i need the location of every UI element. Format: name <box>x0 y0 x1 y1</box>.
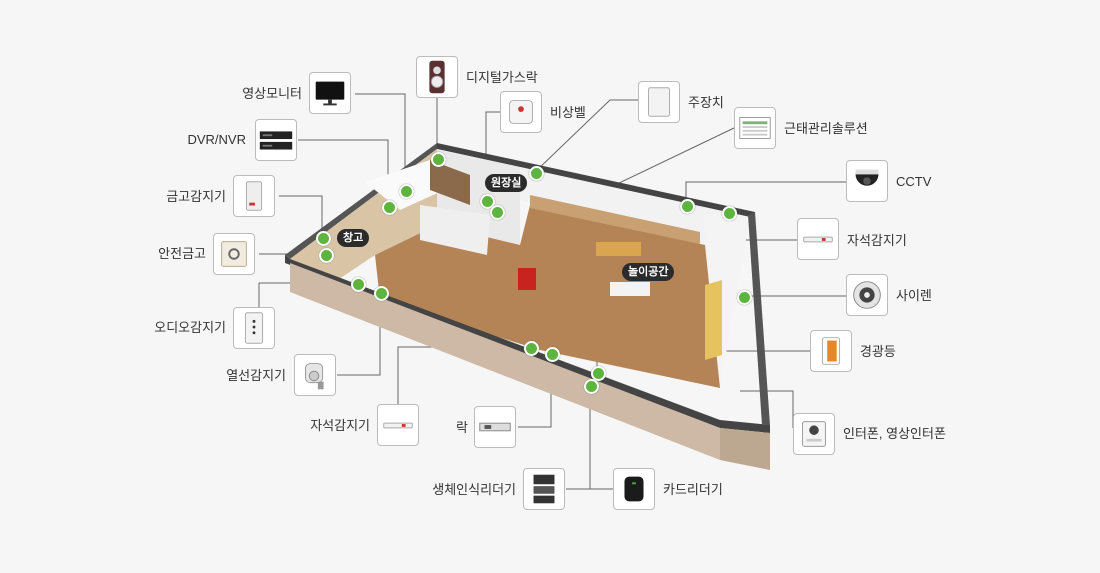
sensor-dot[interactable] <box>374 286 389 301</box>
table <box>610 282 650 296</box>
room-tag-storage: 창고 <box>337 229 370 247</box>
sensor-dot[interactable] <box>490 205 505 220</box>
card-reader-icon <box>624 476 644 502</box>
lock-label: 락 <box>456 420 468 435</box>
right-wall-top <box>748 212 770 425</box>
main-unit-icon <box>648 87 670 117</box>
intercom-label: 인터폰, 영상인터폰 <box>843 426 946 441</box>
sensor-dot[interactable] <box>351 277 366 292</box>
back-wall-top <box>437 143 755 217</box>
sensor-dot[interactable] <box>316 231 331 246</box>
cctv-label: CCTV <box>896 174 932 189</box>
intercom-box[interactable] <box>793 413 835 455</box>
safe-label: 안전금고 <box>158 246 206 261</box>
sensor-dot[interactable] <box>480 194 495 209</box>
monitor-box[interactable] <box>309 72 351 114</box>
safe-icon <box>221 241 247 267</box>
attendance-label: 근태관리솔루션 <box>784 121 868 136</box>
audio-sensor-icon <box>244 312 264 344</box>
shelf-right <box>705 280 722 360</box>
heat-sensor-label: 열선감지기 <box>226 368 286 383</box>
attendance-box[interactable] <box>734 107 776 149</box>
bench <box>596 242 641 256</box>
digital-lock-icon <box>429 60 445 94</box>
safe-sensor-box[interactable] <box>233 175 275 217</box>
cctv-icon <box>855 169 879 186</box>
front-wall-right <box>720 428 770 470</box>
office-shelf <box>430 160 470 205</box>
warning-light-icon <box>821 337 841 365</box>
emergency-bell-label: 비상벨 <box>550 105 586 120</box>
shelf-back <box>530 195 700 244</box>
siren-box[interactable] <box>846 274 888 316</box>
magnetic-sensor-bottom-box[interactable] <box>377 404 419 446</box>
attendance-icon <box>739 117 771 139</box>
safe-sensor-label: 금고감지기 <box>166 189 226 204</box>
emergency-bell-icon <box>509 100 533 124</box>
cctv-box[interactable] <box>846 160 888 202</box>
lock-icon <box>479 422 511 432</box>
magnetic-sensor-icon <box>803 236 833 243</box>
intercom-icon <box>802 421 826 447</box>
sensor-dot[interactable] <box>545 347 560 362</box>
sensor-dot[interactable] <box>737 290 752 305</box>
monitor-label: 영상모니터 <box>242 86 302 101</box>
audio-sensor-label: 오디오감지기 <box>154 320 226 335</box>
safe-sensor-icon <box>245 181 263 211</box>
magnetic-sensor-bottom-label: 자석감지기 <box>310 418 370 433</box>
sensor-dot[interactable] <box>524 341 539 356</box>
siren-icon <box>853 281 881 309</box>
warning-light-box[interactable] <box>810 330 852 372</box>
sensor-dot[interactable] <box>680 199 695 214</box>
digital-lock-label: 디지털가스락 <box>466 70 538 85</box>
sensor-dot[interactable] <box>529 166 544 181</box>
emergency-bell-box[interactable] <box>500 91 542 133</box>
card-reader-box[interactable] <box>613 468 655 510</box>
siren-label: 사이렌 <box>896 288 932 303</box>
biometric-label: 생체인식리더기 <box>432 482 516 497</box>
safe-box[interactable] <box>213 233 255 275</box>
room-tag-play: 놀이공간 <box>622 263 675 281</box>
dvr-box[interactable] <box>255 119 297 161</box>
card-reader-label: 카드리더기 <box>663 482 723 497</box>
magnetic-sensor-right-box[interactable] <box>797 218 839 260</box>
heat-sensor-icon <box>305 363 324 390</box>
dvr-label: DVR/NVR <box>187 132 246 147</box>
biometric-box[interactable] <box>523 468 565 510</box>
sensor-dot[interactable] <box>431 152 446 167</box>
lock-box[interactable] <box>474 406 516 448</box>
monitor-icon <box>315 81 345 106</box>
audio-sensor-box[interactable] <box>233 307 275 349</box>
heat-sensor-box[interactable] <box>294 354 336 396</box>
biometric-reader-icon <box>533 474 555 504</box>
sensor-dot[interactable] <box>399 184 414 199</box>
magnetic-sensor-icon <box>383 422 413 429</box>
sensor-dot[interactable] <box>584 379 599 394</box>
room-tag-director: 원장실 <box>485 174 528 192</box>
sensor-dot[interactable] <box>382 200 397 215</box>
warning-light-label: 경광등 <box>860 344 896 359</box>
sensor-dot[interactable] <box>319 248 334 263</box>
sensor-dot[interactable] <box>591 366 606 381</box>
front-wall-face <box>290 263 720 460</box>
sensor-dot[interactable] <box>722 206 737 221</box>
main-unit-box[interactable] <box>638 81 680 123</box>
main-unit-label: 주장치 <box>688 95 724 110</box>
toy-car <box>518 268 536 290</box>
right-wall <box>703 214 750 388</box>
digital-lock-box[interactable] <box>416 56 458 98</box>
director-room <box>420 205 490 255</box>
dvr-icon <box>259 131 293 150</box>
magnetic-sensor-right-label: 자석감지기 <box>847 233 907 248</box>
